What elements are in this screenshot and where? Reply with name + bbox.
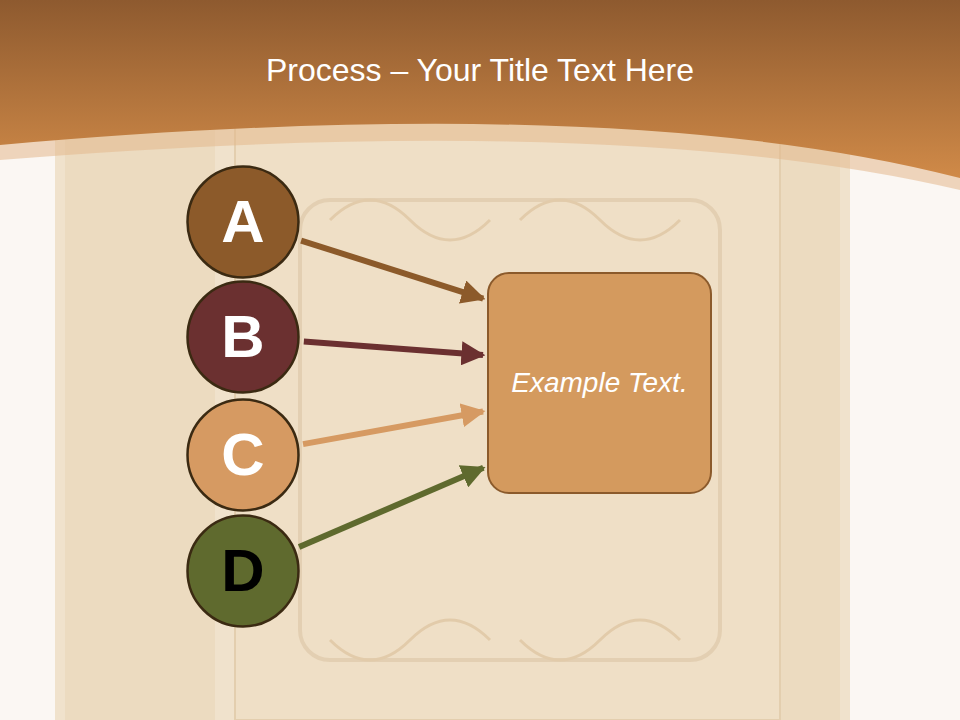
arrow-connector [303,411,483,444]
circle-outline [188,282,299,393]
circle-letter: D [221,541,264,601]
arrow-connector [301,241,483,299]
process-box: Example Text. [487,272,712,494]
letter-circle: D [186,514,300,628]
slide-title: Process – Your Title Text Here [0,52,960,89]
letter-circle: B [186,280,300,394]
letter-circle: C [186,398,300,512]
circle-outline [188,516,299,627]
arrow-connector [304,342,483,355]
circle-letter: A [221,192,264,252]
circle-outline [188,167,299,278]
letter-circle: A [186,165,300,279]
circle-letter: C [221,425,264,485]
box-text: Example Text. [511,363,687,404]
circle-outline [188,400,299,511]
arrow-connector [299,468,483,547]
circle-letter: B [221,307,264,367]
